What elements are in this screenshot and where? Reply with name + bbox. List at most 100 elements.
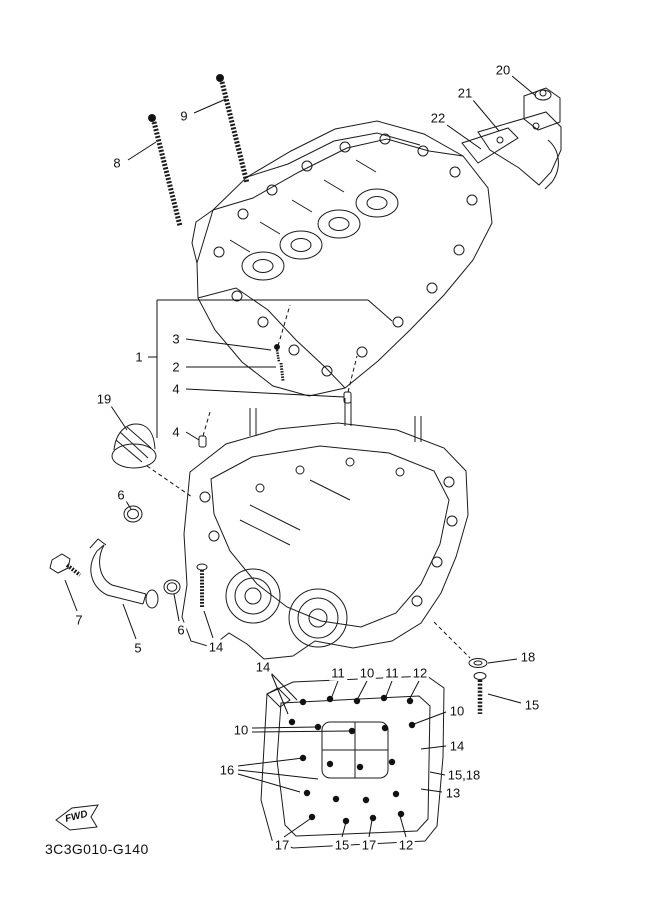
bolt-7 <box>49 553 82 577</box>
bolt-dots <box>288 694 416 825</box>
callout-10: 10 <box>447 703 467 719</box>
callout-11: 11 <box>329 665 347 681</box>
oil-strainer-cap-19 <box>111 423 157 469</box>
dashed-line <box>277 304 291 347</box>
leader-line <box>420 788 443 793</box>
callout-10: 10 <box>231 722 251 738</box>
leader-line <box>237 773 301 793</box>
leader-lines-layer <box>64 75 537 838</box>
dashed-line <box>433 621 471 659</box>
breather-plate-21 <box>477 111 562 190</box>
callout-15: 15 <box>332 837 352 853</box>
callout-18: 18 <box>518 649 538 665</box>
callout-14: 14 <box>253 659 273 675</box>
callout-16: 16 <box>217 762 237 778</box>
callout-6: 6 <box>175 622 187 638</box>
callout-2: 2 <box>170 359 182 375</box>
diagram-code: 3C3G010-G140 <box>45 841 149 857</box>
callout-7: 7 <box>73 612 85 628</box>
callout-12: 12 <box>410 665 430 681</box>
leader-line <box>203 610 214 639</box>
dashed-lines-layer <box>146 304 471 659</box>
leader-line <box>446 124 482 150</box>
fwd-arrow: FWD <box>55 804 99 831</box>
leader-line <box>472 99 500 132</box>
callout-15,18: 15,18 <box>445 767 483 783</box>
dashed-line <box>202 411 211 437</box>
leader-line <box>237 757 304 767</box>
callout-19: 19 <box>94 391 114 407</box>
callout-9: 9 <box>178 108 190 124</box>
leader-line <box>173 593 180 622</box>
leader-line <box>185 338 272 351</box>
leader-line <box>420 745 447 750</box>
leader-line <box>367 299 393 322</box>
lower-crankcase-drawing <box>181 398 469 660</box>
leader-line <box>110 405 128 431</box>
leader-line <box>413 711 447 725</box>
leader-line <box>251 726 317 729</box>
callout-21: 21 <box>455 85 475 101</box>
callout-11: 11 <box>383 665 401 681</box>
leader-line <box>185 431 200 441</box>
callout-20: 20 <box>493 62 513 78</box>
leader-line <box>399 815 407 838</box>
callout-14: 14 <box>447 738 467 754</box>
leader-line <box>283 818 311 838</box>
leader-line <box>125 500 132 510</box>
dowel-4-left <box>198 435 207 448</box>
fwd-label: FWD <box>64 809 89 825</box>
callout-10: 10 <box>357 665 377 681</box>
breather-cover-20 <box>523 87 561 131</box>
leader-line <box>487 693 522 704</box>
callout-3: 3 <box>170 331 182 347</box>
callout-14: 14 <box>206 639 226 655</box>
oil-pipe-5 <box>89 538 159 609</box>
leader-line <box>127 141 157 161</box>
dashed-line <box>146 465 193 498</box>
bolt-14-left <box>196 563 208 608</box>
stud-bolt-9 <box>216 74 250 184</box>
leader-line <box>237 769 319 780</box>
o-ring-6-lower <box>163 579 181 595</box>
upper-crankcase-drawing <box>191 120 493 397</box>
stud-2 <box>279 362 285 382</box>
leader-line <box>330 680 339 700</box>
leader-line <box>270 672 298 701</box>
leader-line <box>368 819 373 838</box>
callout-15: 15 <box>522 697 542 713</box>
leader-line <box>185 388 345 398</box>
leader-line <box>193 98 227 114</box>
callout-6: 6 <box>115 487 127 503</box>
leader-line <box>487 658 518 664</box>
leader-line <box>408 680 420 701</box>
washer-18 <box>468 658 488 668</box>
o-ring-6-upper <box>123 505 143 523</box>
callout-12: 12 <box>396 837 416 853</box>
callout-5: 5 <box>132 640 144 656</box>
dashed-line <box>347 355 358 393</box>
callout-1: 1 <box>133 349 145 365</box>
bolt-15 <box>473 672 487 714</box>
callout-4: 4 <box>170 381 182 397</box>
dowel-4-right <box>343 391 352 404</box>
leader-line <box>384 680 393 700</box>
gasket-22 <box>461 127 519 164</box>
callout-17: 17 <box>359 837 379 853</box>
screw-3 <box>274 344 281 363</box>
callout-13: 13 <box>443 785 463 801</box>
stud-bolt-8 <box>148 114 183 227</box>
callout-17: 17 <box>272 837 292 853</box>
callout-22: 22 <box>428 110 448 126</box>
crankcase-bottom-view-drawing <box>260 675 445 849</box>
leader-line <box>429 771 446 776</box>
callout-8: 8 <box>111 155 123 171</box>
leader-line <box>64 579 78 612</box>
leader-line <box>251 730 351 733</box>
leader-line <box>511 75 537 97</box>
leader-line <box>341 821 347 838</box>
leader-line <box>122 603 137 640</box>
callout-4: 4 <box>170 424 182 440</box>
